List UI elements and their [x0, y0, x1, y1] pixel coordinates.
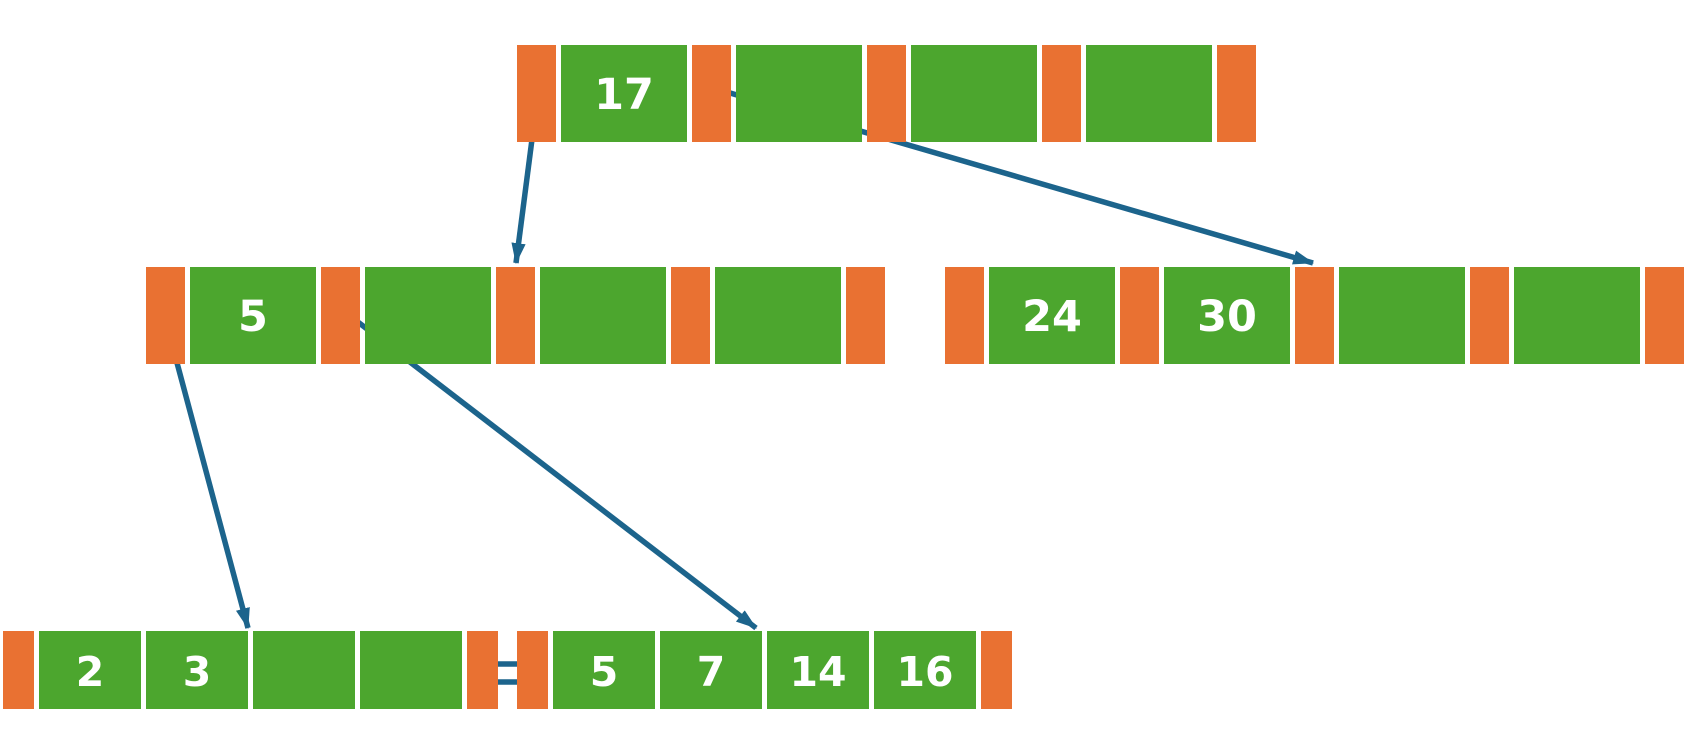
root-node: 17 — [517, 45, 1256, 142]
pointer-cell — [846, 267, 885, 364]
key-cell: 7 — [660, 631, 762, 709]
pointer-cell — [467, 631, 498, 709]
key-cell — [540, 267, 666, 364]
key-cell: 16 — [874, 631, 976, 709]
key-cell — [253, 631, 355, 709]
key-cell: 14 — [767, 631, 869, 709]
key-cell — [911, 45, 1037, 142]
pointer-cell — [1120, 267, 1159, 364]
pointer-cell — [1645, 267, 1684, 364]
key-cell — [1514, 267, 1640, 364]
key-cell: 24 — [989, 267, 1115, 364]
pointer-cell — [146, 267, 185, 364]
pointer-cell — [3, 631, 34, 709]
pointer-cell — [517, 631, 548, 709]
pointer-cell — [1470, 267, 1509, 364]
pointer-cell — [321, 267, 360, 364]
pointer-cell — [1042, 45, 1081, 142]
key-cell — [736, 45, 862, 142]
pointer-cell — [692, 45, 731, 142]
key-cell: 17 — [561, 45, 687, 142]
key-cell: 2 — [39, 631, 141, 709]
key-cell — [715, 267, 841, 364]
key-cell — [1339, 267, 1465, 364]
internal-node-left: 5 — [146, 267, 885, 364]
pointer-cell — [496, 267, 535, 364]
pointer-cell — [517, 45, 556, 142]
key-cell: 5 — [553, 631, 655, 709]
key-cell: 3 — [146, 631, 248, 709]
key-cell — [1086, 45, 1212, 142]
key-cell: 30 — [1164, 267, 1290, 364]
key-cell — [365, 267, 491, 364]
pointer-cell — [1217, 45, 1256, 142]
pointer-cell — [671, 267, 710, 364]
key-cell: 5 — [190, 267, 316, 364]
pointer-cell — [945, 267, 984, 364]
key-cell — [360, 631, 462, 709]
pointer-cell — [981, 631, 1012, 709]
pointer-cell — [1295, 267, 1334, 364]
internal-node-right: 24 30 — [945, 267, 1684, 364]
pointer-cell — [867, 45, 906, 142]
